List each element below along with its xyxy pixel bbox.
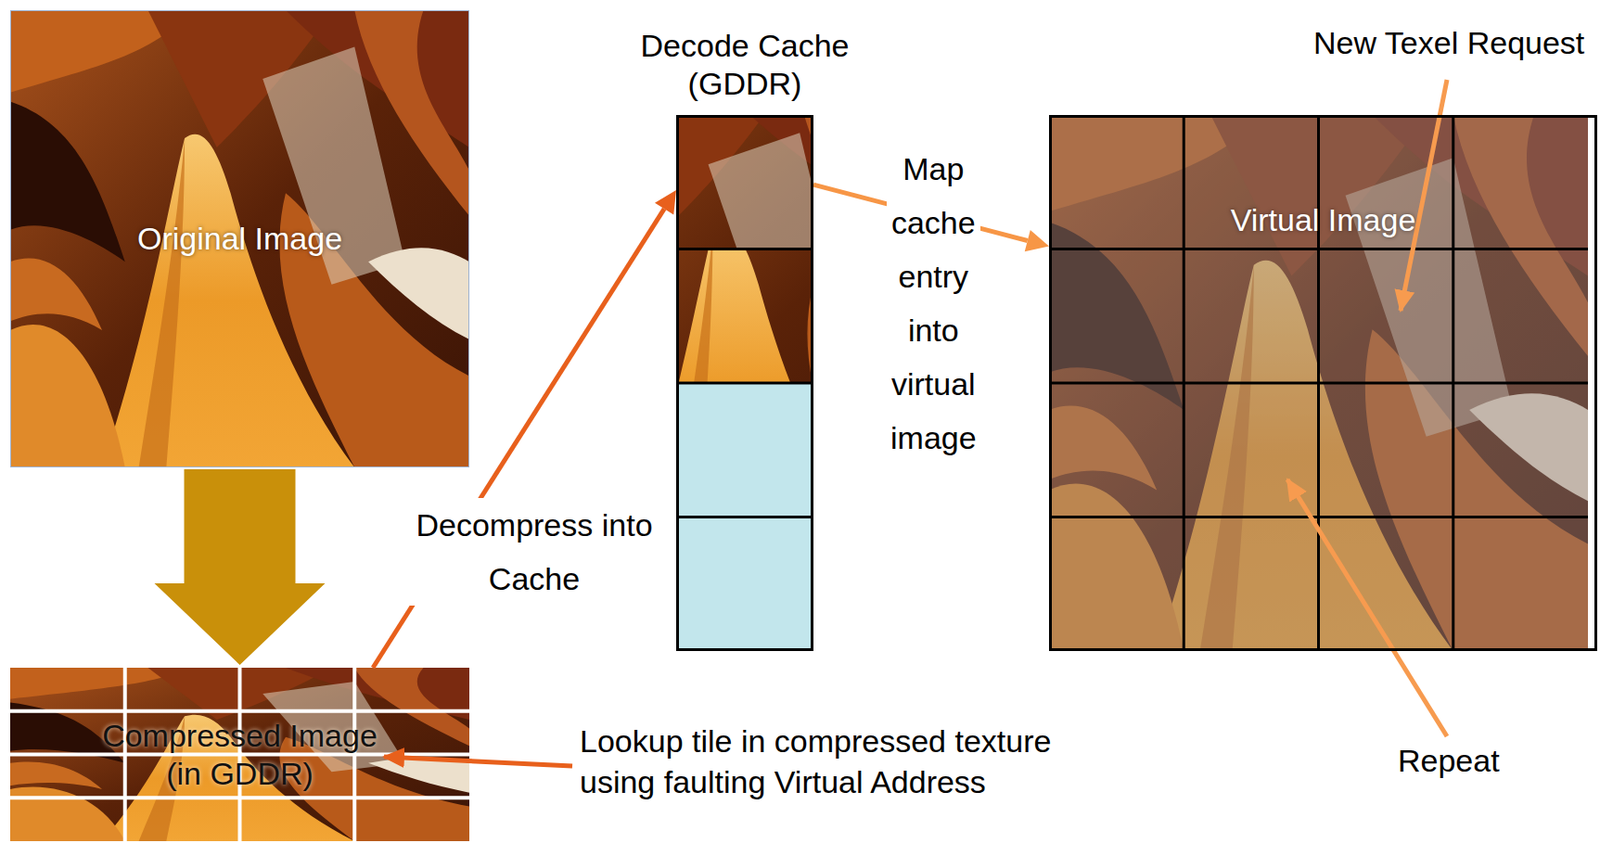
- block-arrow: [154, 469, 326, 666]
- compressed-image: Compressed Image (in GDDR): [10, 667, 470, 842]
- arrowhead: [654, 190, 677, 216]
- decode-cache: Decode Cache (GDDR): [676, 115, 814, 652]
- compressed-picture: [10, 667, 470, 842]
- leader-arrow: [1287, 479, 1447, 737]
- note-label: Lookup tile in compressed texture using …: [579, 720, 1100, 803]
- node-title: Compressed Image (in GDDR): [82, 716, 398, 794]
- block-arrow-shape: [154, 469, 326, 666]
- note-label: Repeat: [1397, 742, 1500, 781]
- edge-label: Map cache entry into virtual image: [886, 141, 981, 465]
- virtual-image: Virtual Image: [1049, 115, 1598, 652]
- arrowhead: [1024, 230, 1050, 252]
- original-picture: [10, 10, 470, 468]
- connector-arrow: [372, 190, 677, 668]
- leader-arrow: [384, 756, 573, 767]
- node-title: Original Image: [137, 219, 343, 258]
- edge-label: Decompress into Cache: [395, 498, 674, 606]
- original-image: Original Image: [10, 10, 470, 468]
- note-label: New Texel Request: [1313, 24, 1585, 63]
- node-title: Decode Cache (GDDR): [628, 26, 861, 103]
- virtual-picture: [1049, 115, 1588, 652]
- node-title: Virtual Image: [1051, 201, 1595, 240]
